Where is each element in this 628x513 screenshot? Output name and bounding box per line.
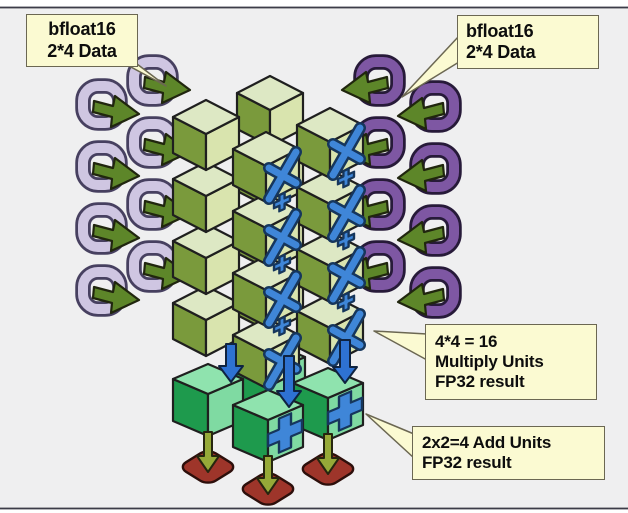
down-arrow-icon (196, 431, 220, 473)
label-bfloat16-input-right: bfloat16 2*4 Data (457, 15, 599, 69)
down-arrow-icon (256, 455, 280, 495)
label-multiply-units: 4*4 = 16 Multiply Units FP32 result (425, 324, 597, 400)
label-line: 2x2=4 Add Units (422, 433, 552, 453)
label-line: bfloat16 (466, 20, 534, 41)
down-arrow-icon (316, 433, 340, 475)
label-line: FP32 result (435, 371, 525, 391)
multiply-units (171, 74, 363, 388)
label-line: FP32 result (422, 453, 512, 472)
label-line: 2*4 Data (47, 40, 117, 61)
label-line: 2*4 Data (466, 42, 536, 62)
label-bfloat16-input-left: bfloat16 2*4 Data (26, 14, 138, 67)
label-line: 4*4 = 16 (435, 332, 498, 352)
multiply-to-add-arrows (218, 339, 358, 408)
fp32-result-outputs (177, 431, 359, 509)
down-arrow-icon (276, 355, 302, 408)
down-arrow-icon (218, 343, 244, 383)
label-add-units: 2x2=4 Add Units FP32 result (412, 426, 605, 480)
label-line: Multiply Units (435, 352, 544, 372)
label-line: bfloat16 (48, 19, 116, 40)
down-arrow-icon (332, 339, 358, 384)
